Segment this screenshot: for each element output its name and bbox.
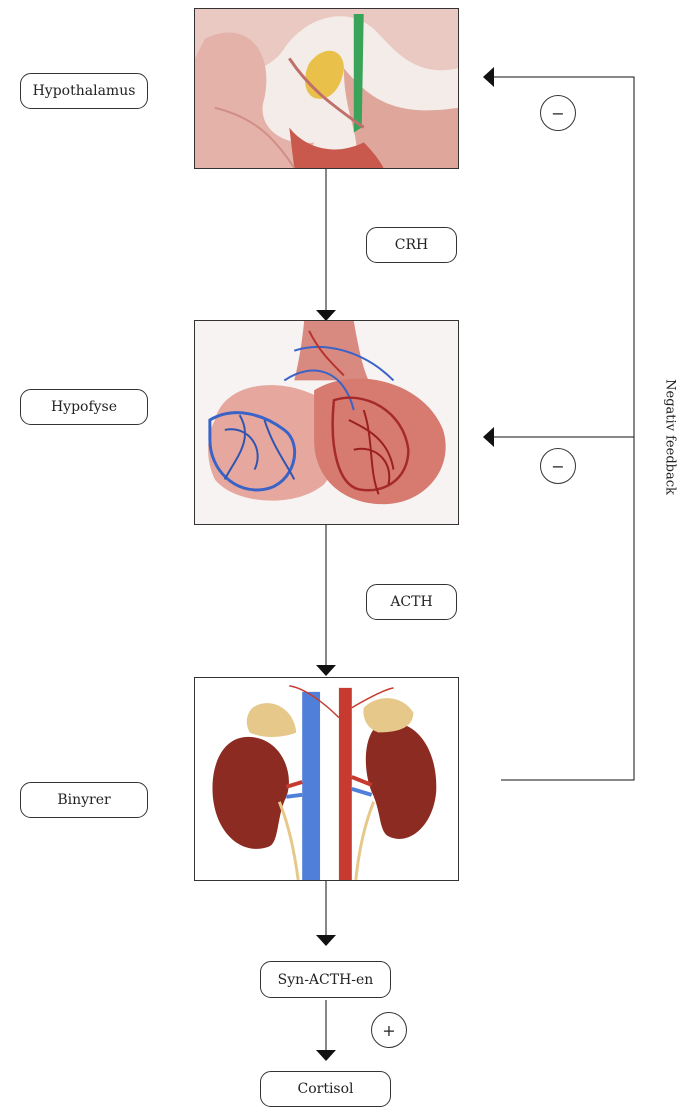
hypothalamus-image [194, 8, 459, 169]
minus-sign-mid: − [540, 448, 576, 484]
minus-sign-top: − [540, 95, 576, 131]
cortisol-label: Cortisol [260, 1071, 391, 1107]
crh-label: CRH [366, 227, 457, 263]
plus-sign: + [371, 1012, 407, 1048]
syn-acth-label: Syn-ACTH-en [260, 961, 391, 998]
hypofyse-image [194, 320, 459, 525]
binyrer-image [194, 677, 459, 881]
arrowhead-binyrer [316, 665, 336, 676]
feedback-arrowhead-mid [483, 427, 494, 447]
negative-feedback-label: Negativ feedback [663, 379, 678, 495]
hypofyse-label: Hypofyse [20, 389, 148, 425]
arrowhead-syn-acth [316, 935, 336, 946]
arrowhead-cortisol [316, 1050, 336, 1061]
feedback-arrowhead-top [483, 67, 494, 87]
hypothalamus-label: Hypothalamus [20, 73, 148, 109]
binyrer-label: Binyrer [20, 782, 148, 818]
acth-label: ACTH [366, 584, 457, 620]
feedback-loop-line [492, 77, 634, 780]
